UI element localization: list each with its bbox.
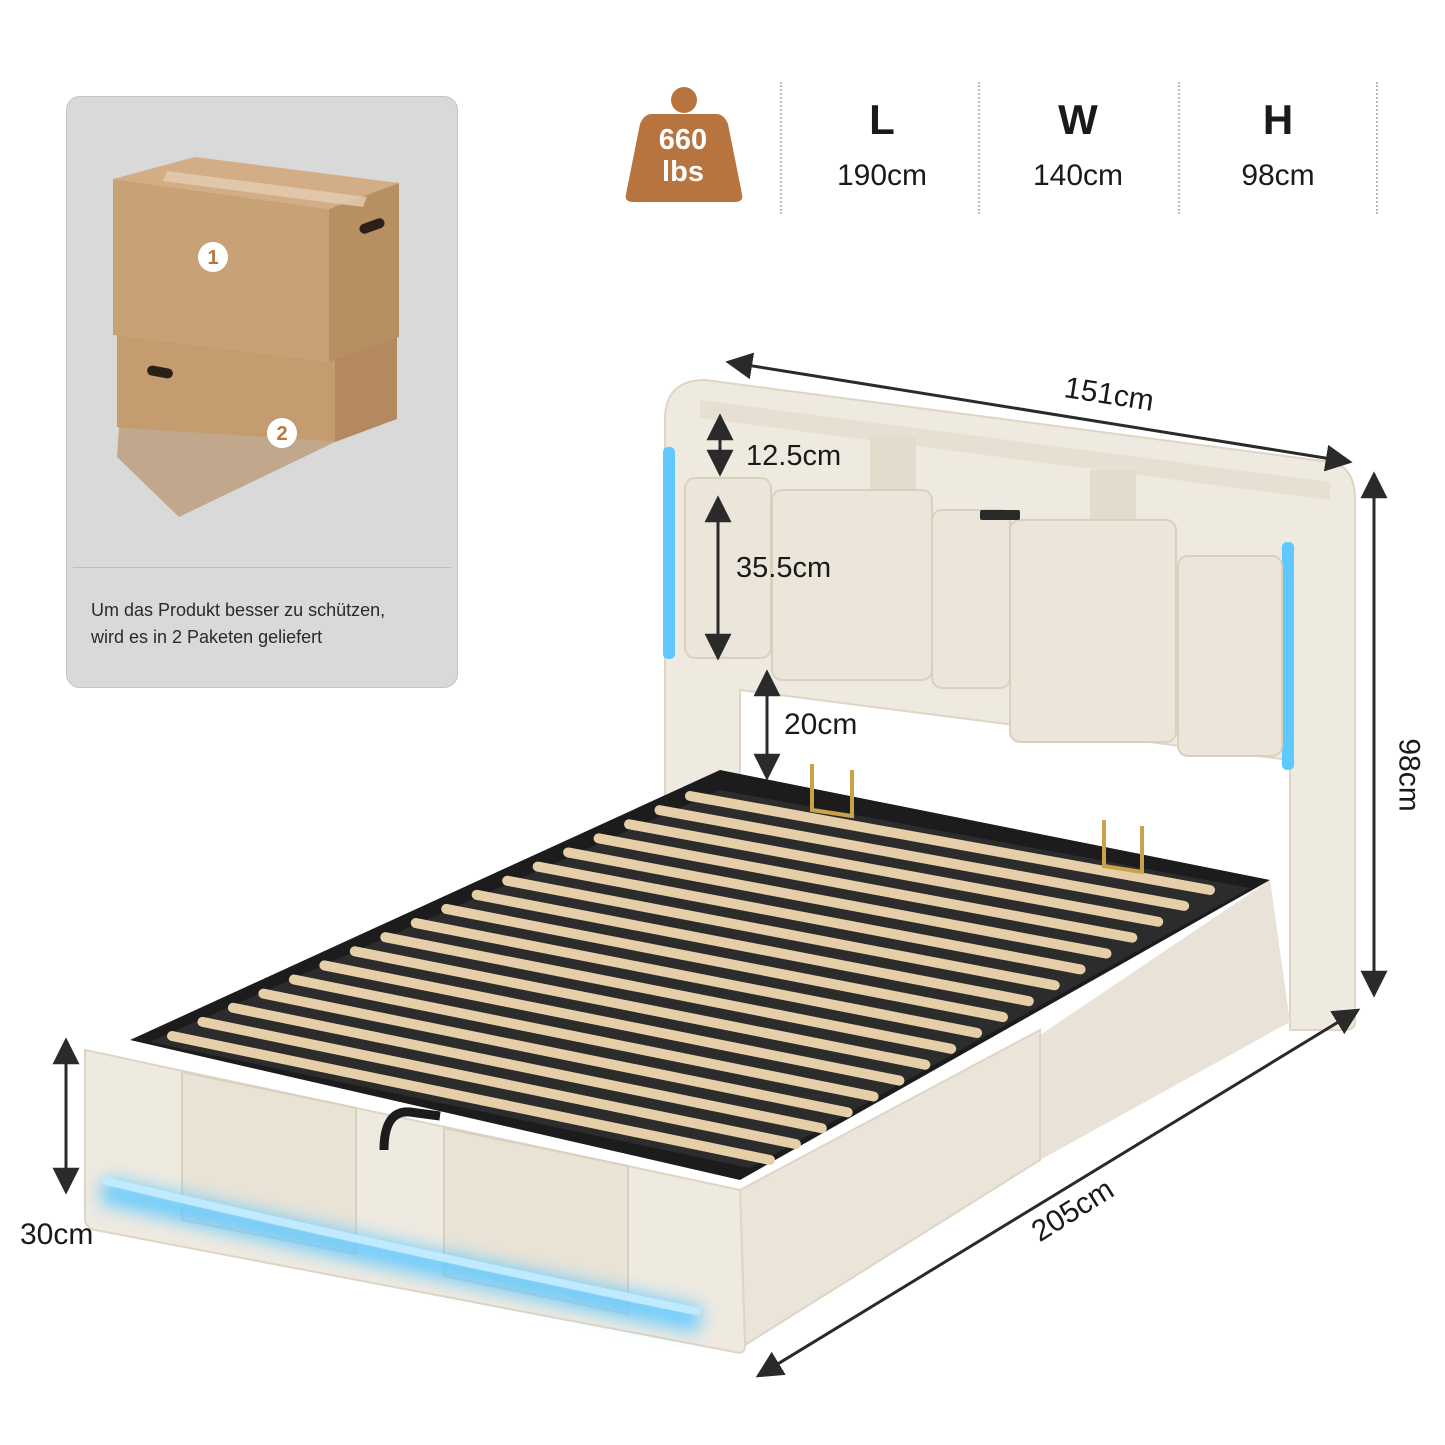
bed-slat (502, 875, 1060, 991)
led-underglow (99, 1177, 703, 1333)
bed-slat (532, 861, 1086, 975)
bed-slat (471, 889, 1034, 1007)
box-1-number-badge (198, 242, 228, 272)
led-strip-right (1282, 542, 1294, 770)
weight-value: 660 (658, 124, 708, 156)
length-letter: L (869, 96, 895, 143)
length-205-arrow (755, 1008, 1361, 1378)
bed-slat (593, 833, 1138, 943)
width-letter: W (1058, 96, 1098, 143)
usb-port-icon (980, 510, 1020, 520)
package-note-line-2: wird es in 2 Paketen geliefert (91, 627, 323, 647)
headboard-cushion (771, 489, 933, 681)
bed-slat (167, 1031, 775, 1165)
length-value: 190cm (836, 159, 928, 192)
total-height-label: 98cm (1392, 738, 1426, 812)
gap-height-label: 20cm (784, 708, 858, 741)
weight-icon (625, 87, 743, 202)
height-spec: H 98cm (1188, 92, 1368, 194)
led-strip-base (101, 1176, 701, 1316)
box-2-number-badge (267, 418, 297, 448)
bed-slat (227, 1002, 827, 1134)
bed-slat (258, 988, 853, 1118)
length-spec: L 190cm (792, 92, 972, 194)
spec-header: 660 lbs L 190cm W 140cm H 98cm (600, 78, 1400, 218)
bed-height-label: 30cm (20, 1218, 94, 1251)
weight-label: 660 lbs (624, 124, 742, 188)
spec-separator (1178, 82, 1180, 214)
box-1-number: 1 (207, 247, 218, 269)
bed-slat (197, 1016, 801, 1150)
spec-separator (780, 82, 782, 214)
lift-handle (1102, 820, 1144, 875)
bed-slat (563, 847, 1112, 959)
weight-unit: lbs (662, 156, 704, 188)
spec-separator (978, 82, 980, 214)
lift-strap (379, 1107, 441, 1151)
bed-slat (441, 903, 1008, 1023)
lift-handle (810, 764, 854, 819)
headboard-cushion (931, 509, 1011, 689)
slatted-frame (130, 764, 1270, 1180)
height-letter: H (1262, 96, 1294, 143)
width-spec: W 140cm (988, 92, 1168, 194)
headboard-cushion (1009, 519, 1177, 743)
cardboard-boxes-illustration: 1 2 (113, 157, 399, 517)
bed-slats (167, 791, 1215, 1165)
package-info-card: 1 2 Um das Produkt besser zu schützen, w… (66, 96, 458, 688)
dimension-arrows (52, 352, 1388, 1378)
width-value: 140cm (1032, 159, 1124, 192)
box-2-number: 2 (276, 423, 287, 445)
shelf-height-label: 12.5cm (746, 440, 842, 472)
bed-slat (654, 805, 1190, 911)
cardboard-box-icon (113, 157, 399, 362)
bed-slat (624, 819, 1164, 927)
headboard-cushion (1177, 555, 1283, 757)
cushion-height-label: 35.5cm (736, 552, 832, 584)
bed-slat (685, 791, 1215, 895)
package-note-line-1: Um das Produkt besser zu schützen, (91, 600, 386, 620)
spec-separator (1376, 82, 1378, 214)
led-strip-left (663, 447, 675, 659)
width-151-arrow (725, 352, 1353, 472)
package-note: Um das Produkt besser zu schützen, wird … (91, 597, 451, 651)
height-value: 98cm (1241, 159, 1315, 192)
card-divider (73, 567, 451, 568)
